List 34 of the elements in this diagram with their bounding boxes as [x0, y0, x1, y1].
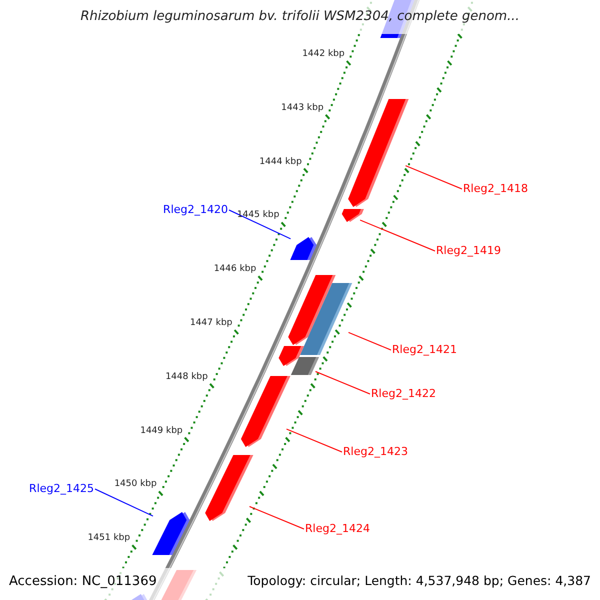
leader-line	[360, 220, 436, 252]
gene-feature	[342, 209, 364, 222]
leader-line	[348, 332, 392, 350]
gene-label: Rleg2_1420	[163, 204, 228, 215]
tick-label: 1448 kbp	[165, 372, 208, 382]
leader-line	[405, 165, 462, 190]
gene-label: Rleg2_1421	[392, 344, 457, 355]
tick-label: 1449 kbp	[140, 426, 183, 436]
gene-feature	[240, 376, 290, 447]
gene-label: Rleg2_1425	[29, 483, 94, 494]
genome-info-text: Topology: circular; Length: 4,537,948 bp; Genes: 4,387	[248, 575, 591, 588]
accession-text: Accession: NC_011369	[9, 575, 157, 588]
tick-label: 1444 kbp	[259, 158, 302, 167]
tick-label: 1446 kbp	[214, 265, 256, 274]
gene-feature	[290, 237, 317, 260]
tick-label: 1451 kbp	[88, 534, 130, 544]
gene-feature	[290, 357, 320, 375]
tick-label: 1450 kbp	[114, 480, 157, 490]
tick-label: 1443 kbp	[281, 104, 324, 113]
gene-feature	[152, 512, 190, 555]
gene-feature	[300, 283, 352, 355]
tick-label: 1442 kbp	[302, 50, 345, 59]
gene-feature	[205, 455, 254, 521]
gene-label: Rleg2_1419	[436, 245, 501, 256]
gene-label: Rleg2_1423	[343, 446, 408, 457]
title: Rhizobium leguminosarum bv. trifolii WSM2304, complete genom...	[80, 10, 520, 23]
gene-feature	[348, 99, 409, 207]
gene-label: Rleg2_1424	[305, 523, 370, 534]
gene-label: Rleg2_1418	[463, 183, 528, 194]
tick-label: 1447 kbp	[190, 319, 232, 328]
gene-label: Rleg2_1422	[371, 388, 436, 399]
leader-line	[315, 371, 370, 394]
leader-line	[249, 506, 304, 530]
leader-line	[94, 488, 154, 517]
